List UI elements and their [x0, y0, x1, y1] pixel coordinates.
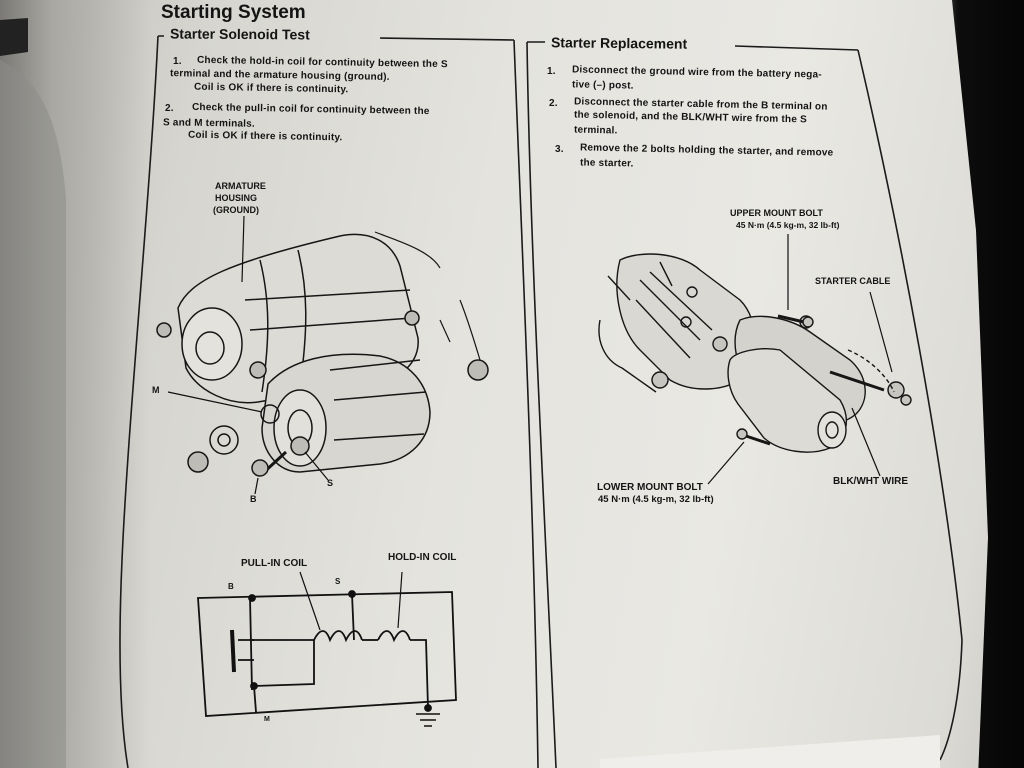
right-section-title: Starter Replacement: [550, 34, 688, 52]
step-number: 1.: [173, 56, 182, 67]
pull-in-coil-label: PULL-IN COIL: [241, 558, 308, 569]
right-figure-leaders: [707, 234, 893, 485]
schematic-b-label: B: [228, 582, 234, 591]
lower-mount-bolt-label: LOWER MOUNT BOLT: [597, 482, 703, 493]
s-terminal-label: S: [327, 478, 334, 488]
step-number: 3.: [555, 144, 564, 155]
right-section-frame: [526, 41, 963, 768]
starter-cable-label: STARTER CABLE: [815, 276, 891, 286]
step-line: S and M terminals.: [162, 117, 256, 130]
left-figure-leaders: [167, 215, 329, 495]
step-number: 1.: [547, 66, 556, 77]
starter-motor-illustration: [156, 231, 489, 477]
left-page-edge: [0, 60, 66, 768]
hold-in-coil-label: HOLD-IN COIL: [388, 552, 457, 563]
page-title: Starting System: [161, 2, 306, 23]
b-terminal-label: B: [250, 494, 257, 504]
schematic-s-label: S: [335, 577, 341, 586]
lower-mount-bolt-torque: 45 N·m (4.5 kg-m, 32 lb-ft): [598, 494, 714, 505]
step-number: 2.: [165, 103, 174, 114]
step-line: the starter.: [579, 157, 634, 170]
armature-label-line2: HOUSING: [215, 193, 258, 203]
step-line: tive (–) post.: [571, 79, 634, 92]
starter-installed-illustration: [598, 253, 912, 453]
armature-label-line3: (GROUND): [213, 205, 259, 215]
left-section-title: Starter Solenoid Test: [169, 25, 310, 43]
left-section-frame: [119, 35, 539, 768]
step-number: 2.: [549, 98, 558, 109]
blk-wht-wire-label: BLK/WHT WIRE: [833, 476, 908, 487]
upper-mount-bolt-torque: 45 N·m (4.5 kg-m, 32 lb-ft): [736, 220, 840, 230]
step-line: terminal.: [573, 124, 618, 137]
m-terminal-label: M: [152, 385, 160, 395]
schematic-m-label: M: [264, 716, 270, 723]
page-corner-tab: [0, 18, 28, 56]
coil-schematic: [197, 571, 457, 727]
armature-label-line1: ARMATURE: [215, 181, 266, 191]
upper-mount-bolt-label: UPPER MOUNT BOLT: [730, 208, 823, 218]
